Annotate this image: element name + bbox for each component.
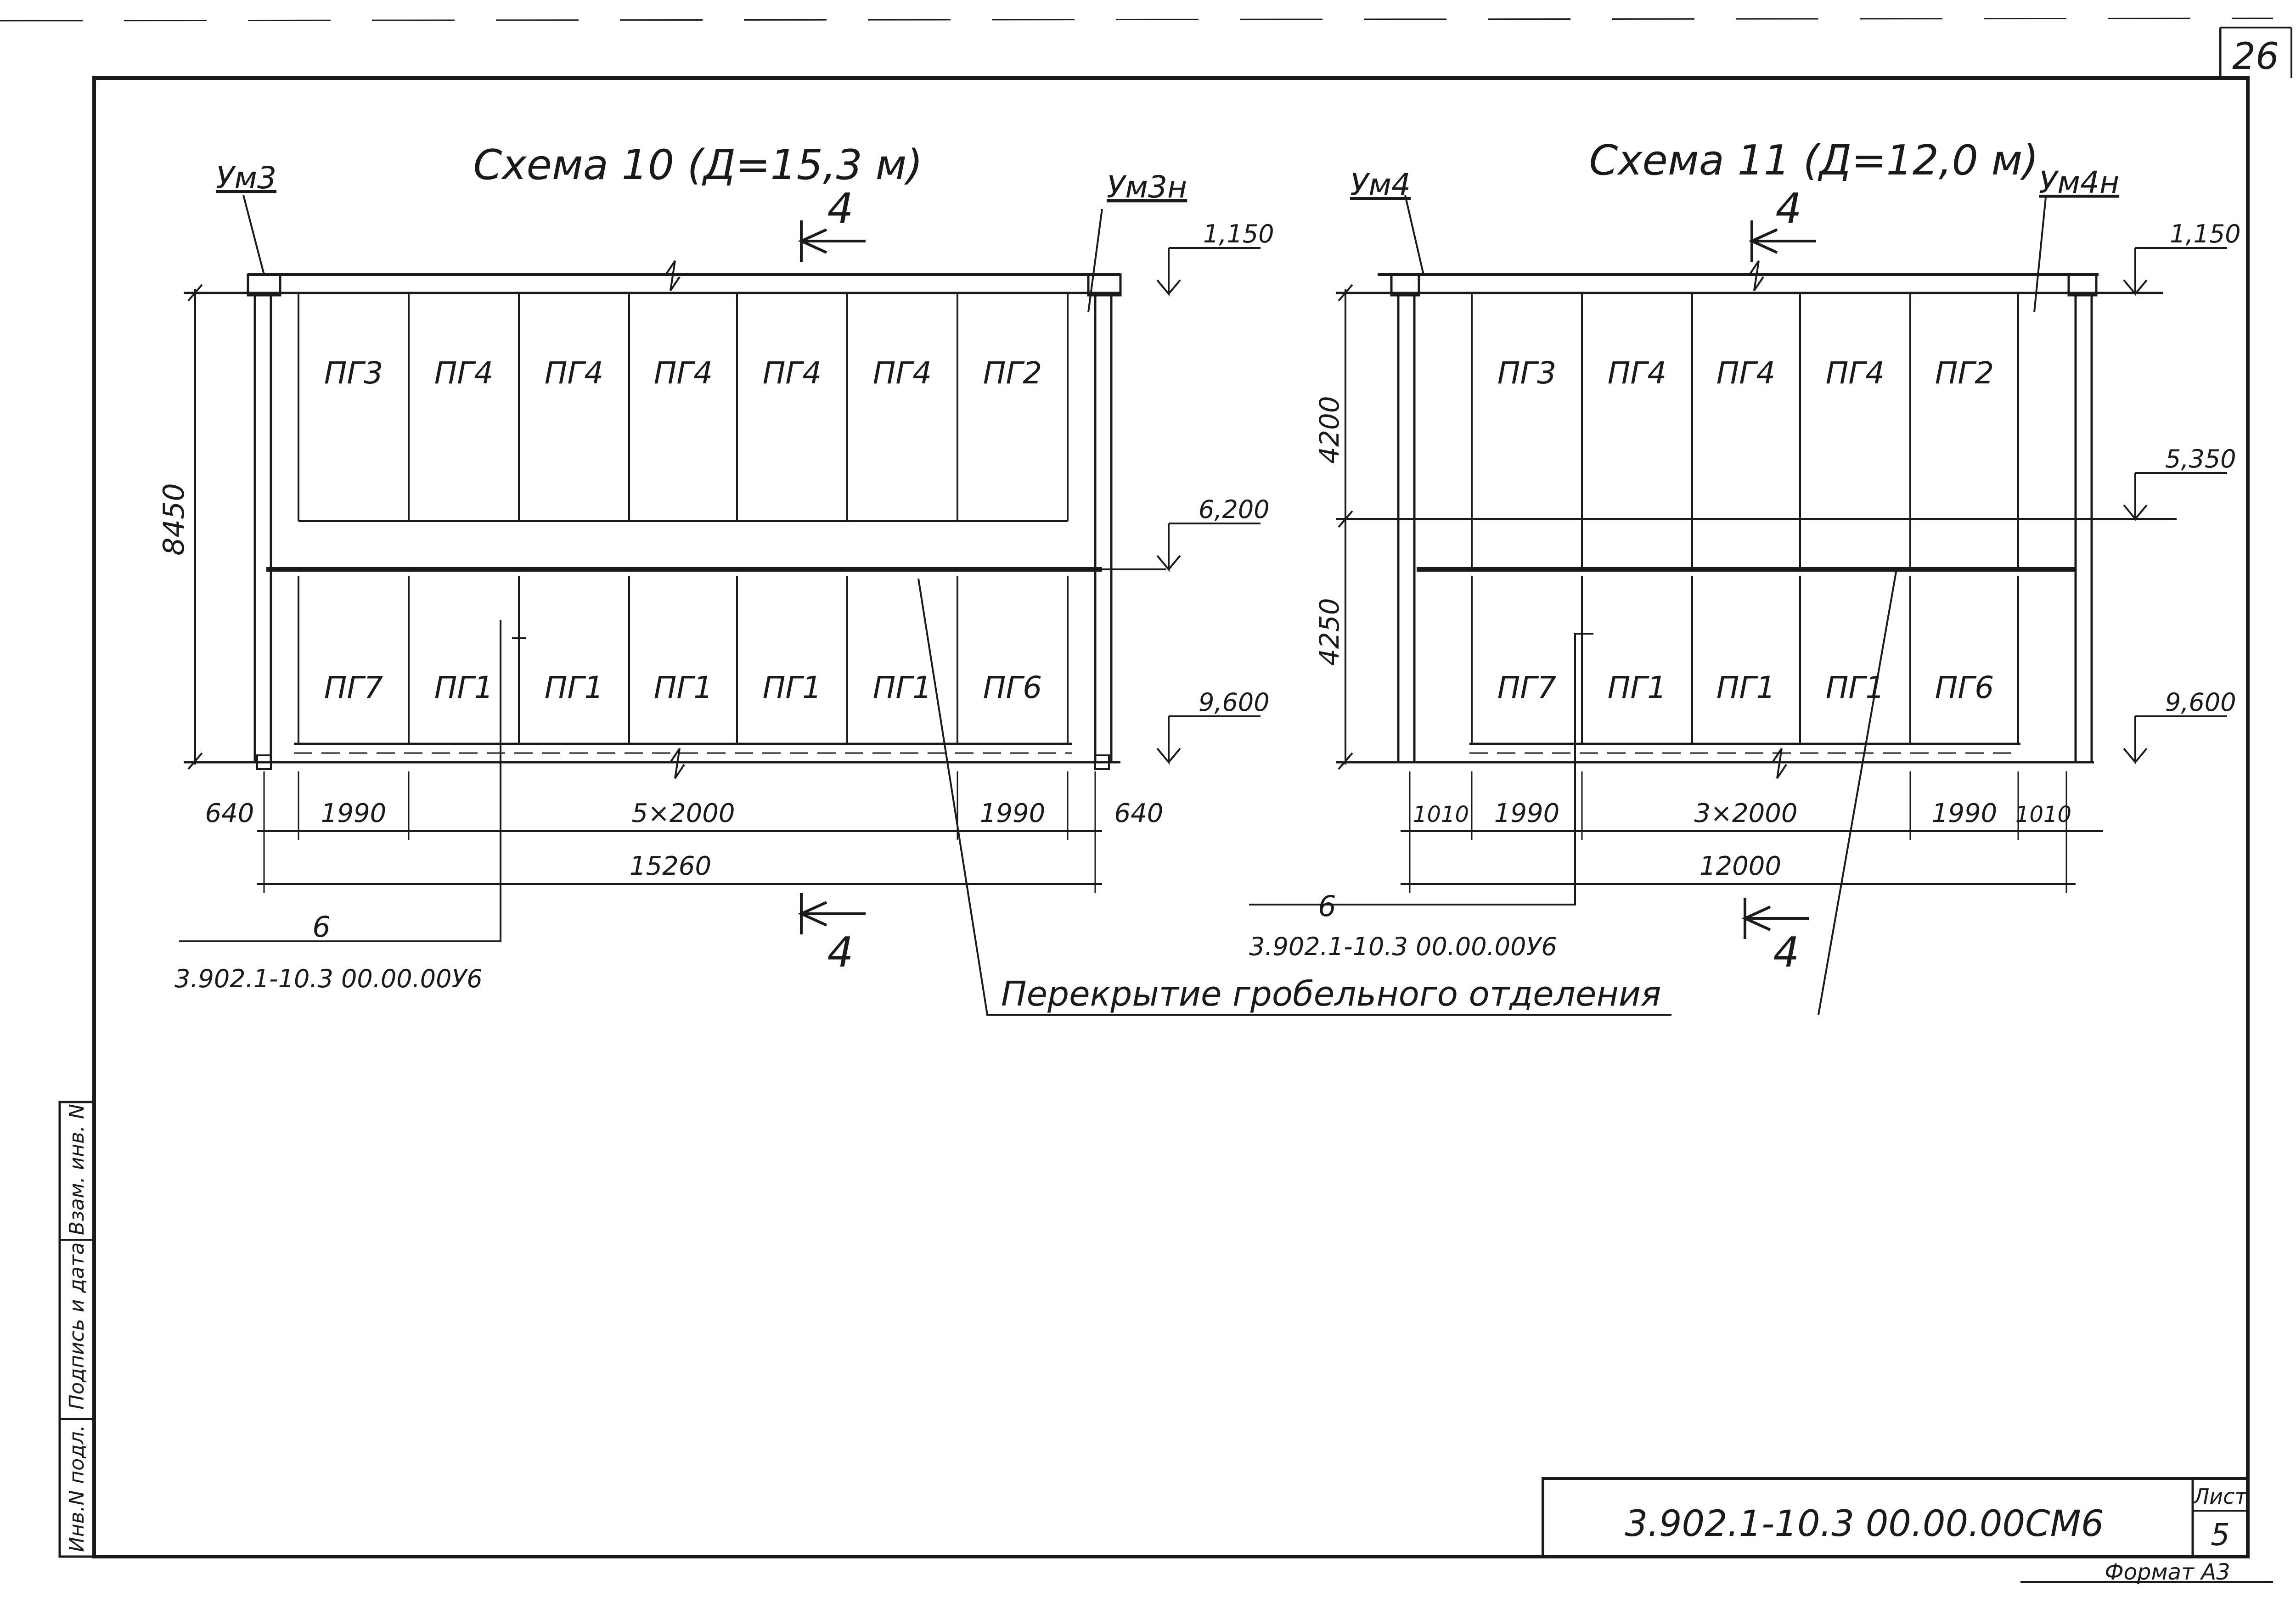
scheme10-lower-panel: ПГ1 [545,670,603,705]
scheme10-title: Схема 10 (Д=15,3 м) [473,141,923,189]
scheme10-ref-num: 6 [312,910,330,944]
scheme11-section-mark-top: 4 [1775,185,1801,233]
scheme11-total-width: 12000 [1699,851,1781,881]
scheme11-height-lower: 4250 [1314,598,1345,666]
scheme10-left-post: Ум3 [216,160,276,196]
scheme10-upper-panel: ПГ2 [983,355,1042,391]
scheme10-lower-panel: ПГ1 [434,670,493,705]
scheme11-right-post: Ум4н [2039,165,2119,200]
scheme11-elev-mid: 5,350 [2165,444,2236,473]
scheme10-upper-panel: ПГ4 [654,355,713,391]
scheme11-height-upper: 4200 [1314,396,1345,464]
callout-text: Перекрытие гробельного отделения [1001,974,1661,1014]
scheme10-lower-panel: ПГ1 [873,670,932,705]
format-label: Формат А3 [2105,1559,2230,1585]
scheme10-upper-panel: ПГ4 [873,355,932,391]
scheme10-dim: 1990 [980,798,1046,828]
scheme10-dim: 640 [205,798,254,828]
scheme11-lower-panel: ПГ1 [1826,670,1885,705]
scheme11-dim: 1010 [2015,802,2071,827]
scheme11-lower-panel: ПГ1 [1608,670,1666,705]
scheme10-ref-doc: 3.902.1-10.3 00.00.00У6 [174,964,483,993]
scheme11-drawing [1249,195,2227,939]
scheme11-upper-panel: ПГ2 [1935,355,1994,391]
scheme10-upper-panel: ПГ4 [434,355,493,391]
scheme11-ref-doc: 3.902.1-10.3 00.00.00У6 [1249,932,1557,961]
scheme10-section-mark-bottom: 4 [827,928,853,977]
scheme11-dim: 1990 [1494,798,1560,828]
scheme10-dim: 640 [1114,798,1164,828]
scheme11-dim: 3×2000 [1694,798,1797,828]
scheme11-upper-panel: ПГ3 [1497,355,1556,391]
scheme10-right-post: Ум3н [1107,169,1187,205]
sheet-number: 5 [2211,1517,2230,1552]
scheme10-lower-panel: ПГ1 [654,670,713,705]
scheme10-dim: 1990 [321,798,387,828]
sheet-label: Лист [2193,1484,2248,1509]
document-code: 3.902.1-10.3 00.00.00СМ6 [1625,1503,2104,1545]
scheme11-title: Схема 11 (Д=12,0 м) [1589,136,2038,185]
scheme10-section-mark-top: 4 [827,185,853,233]
scheme11-lower-panel: ПГ7 [1497,670,1556,705]
scheme10-lower-panel: ПГ7 [324,670,383,705]
scheme10-total-width: 15260 [630,851,711,881]
sheet-frame [0,17,2292,1583]
scheme11-dim: 1990 [1932,798,1998,828]
scheme11-elev-top: 1,150 [2170,219,2241,248]
scheme10-lower-panel: ПГ6 [983,670,1042,705]
scheme10-dim: 5×2000 [631,798,735,828]
scheme11-upper-panel: ПГ4 [1826,355,1885,391]
scheme11-elev-bottom: 9,600 [2165,688,2236,717]
scheme11-upper-panel: ПГ4 [1608,355,1666,391]
scheme11-left-post: Ум4 [1350,167,1411,202]
scheme11-upper-panel: ПГ4 [1716,355,1775,391]
stamp-inv-no: Инв.N подл. [65,1425,89,1552]
scheme10-upper-panel: ПГ4 [763,355,822,391]
scheme10-height-total: 8450 [157,483,191,556]
scheme10-upper-panel: ПГ4 [545,355,603,391]
scheme10-drawing [179,195,1261,942]
scheme10-elev-mid: 6,200 [1199,495,1270,524]
scheme11-lower-panel: ПГ6 [1935,670,1994,705]
scheme11-ref-num: 6 [1318,889,1336,923]
stamp-signature-date: Подпись и дата [65,1243,89,1410]
scheme10-elev-top: 1,150 [1203,219,1274,248]
scheme10-elev-bottom: 9,600 [1199,688,1270,717]
scheme11-lower-panel: ПГ1 [1716,670,1775,705]
page-number: 26 [2232,35,2279,78]
side-stamp [58,1101,96,1558]
callout-leaders [917,569,1897,1016]
scheme10-lower-panel: ПГ1 [763,670,822,705]
stamp-replaces: Взам. инв. N [65,1104,89,1235]
scheme10-upper-panel: ПГ3 [324,355,383,391]
scheme11-section-mark-bottom: 4 [1773,928,1799,977]
title-block [1542,1477,2249,1558]
scheme11-dim: 1010 [1413,802,1469,827]
